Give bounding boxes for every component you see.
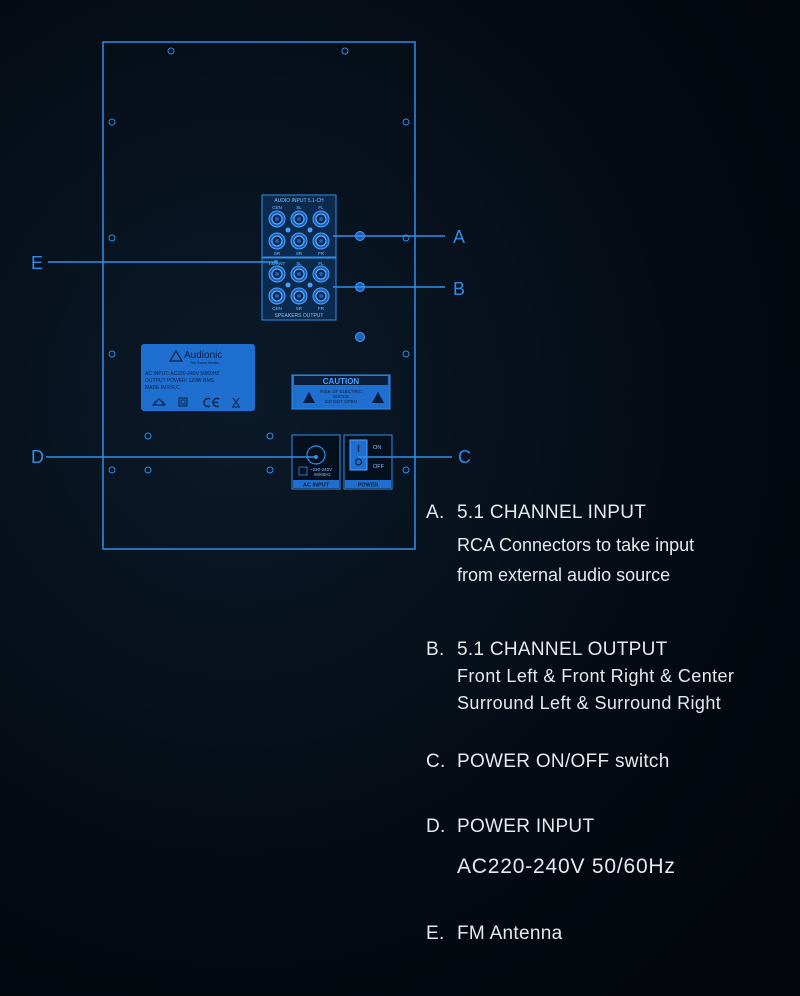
output-label-sl: SL (296, 261, 302, 266)
legend-title-b: 5.1 CHANNEL OUTPUT (457, 639, 668, 660)
legend-item-c: C. POWER ON/OFF switch (426, 751, 670, 773)
power-on-text: ON (373, 445, 381, 451)
legend-item-d: D. POWER INPUT AC220-240V 50/60Hz (426, 816, 676, 882)
input-label-sr: SR (296, 251, 303, 256)
output-jack-cen[interactable] (268, 287, 286, 305)
double-insulation-icon (178, 397, 188, 407)
legend-desc-b-1: Front Left & Front Right & Center (457, 666, 735, 686)
legend-letter-c: C. (426, 751, 446, 772)
legend-letter-b: B. (426, 639, 445, 660)
brand-spec-line-1: AC INPUT: AC220-240V 50/60HZ (145, 371, 219, 377)
legend-item-e: E. FM Antenna (426, 923, 562, 945)
brand-name: Audionic (184, 350, 222, 361)
output-label-fl: FL (318, 261, 324, 266)
output-block-title: SPEAKERS OUTPUT (275, 313, 324, 319)
output-label-sr: SR (296, 306, 303, 311)
power-rocker-switch[interactable] (349, 439, 368, 471)
output-jack-fr[interactable] (312, 287, 330, 305)
callout-letter-d: D (31, 447, 44, 467)
audionic-logo-icon (168, 349, 184, 362)
input-label-fl: FL (318, 205, 324, 210)
power-label: POWER (358, 483, 379, 489)
warning-exclamation-icon (372, 392, 384, 403)
callout-letter-b: B (453, 279, 466, 299)
legend-title-e: FM Antenna (457, 923, 563, 944)
legend-letter-a: A. (426, 502, 445, 523)
legend-letter-d: D. (426, 816, 446, 837)
audio-input-block: AUDIO INPUT 5.1-CH CEN SL FL SR SR FR (261, 194, 337, 258)
output-label-fr: FR (318, 306, 325, 311)
legend-desc-d-1: AC220-240V 50/60Hz (457, 855, 676, 878)
screw-holes (108, 47, 410, 474)
input-block-title: AUDIO INPUT 5.1-CH (274, 198, 324, 204)
home-use-icon (151, 398, 167, 406)
input-jack-sr[interactable] (290, 232, 308, 250)
callout-lines (46, 235, 452, 458)
output-jack-sl[interactable] (290, 265, 308, 283)
legend-desc-a-2: from external audio source (457, 565, 671, 585)
ac-input-label: AC INPUT (303, 483, 330, 489)
input-jack-sw[interactable] (268, 232, 286, 250)
ac-spec-voltage: ~220-240V (310, 467, 332, 472)
callout-letter-e: E (31, 253, 44, 273)
legend-desc-b-2: Surround Left & Surround Right (457, 693, 722, 713)
panel-outline (102, 41, 416, 550)
legend-title-a: 5.1 CHANNEL INPUT (457, 502, 647, 523)
output-jack-fl[interactable] (312, 265, 330, 283)
input-jack-cen[interactable] (268, 210, 286, 228)
power-switch-module: ON OFF POWER (343, 434, 393, 490)
legend-title-c: POWER ON/OFF switch (457, 751, 670, 772)
legend-title-d: POWER INPUT (457, 816, 595, 837)
callout-letter-c: C (458, 447, 471, 467)
fm-antenna-jack[interactable] (268, 265, 286, 283)
output-jack-sr[interactable] (290, 287, 308, 305)
legend-letter-e: E. (426, 923, 445, 944)
output-label-cen: CEN (272, 306, 282, 311)
input-label-sw: SR (274, 251, 281, 256)
power-off-text: OFF (373, 464, 385, 470)
electric-shock-warning-icon (303, 392, 315, 403)
brand-spec-line-2: OUTPUT POWER: 120W RMS (145, 378, 215, 384)
caution-title: CAUTION (323, 377, 360, 386)
ac-input-module: ~220-240V 50/60Hz AC INPUT (291, 434, 341, 490)
caution-label: CAUTION RISK OF ELECTRIC SHOCK DO NOT OP… (291, 374, 391, 410)
legend-desc-a-1: RCA Connectors to take input (457, 535, 695, 555)
brand-label: Audionic The Sound Master AC INPUT: AC22… (141, 344, 255, 411)
caution-line-2: SHOCK (333, 394, 349, 399)
ac-spec-frequency: 50/60Hz (314, 472, 332, 477)
input-jack-fl[interactable] (312, 210, 330, 228)
speakers-output-block: FM ANT SL FL CEN SR FR SPEAKERS OUTPUT (261, 257, 337, 321)
ac-power-socket[interactable] (306, 445, 326, 465)
input-label-fr: FR (318, 251, 325, 256)
input-label-sl: SL (296, 205, 302, 210)
double-insulation-icon-ac (298, 466, 308, 476)
ce-mark-icon (203, 397, 220, 408)
brand-tagline: The Sound Master (190, 361, 220, 365)
callout-letter-a: A (453, 227, 466, 247)
legend-item-a: A. 5.1 CHANNEL INPUT RCA Connectors to ta… (426, 502, 694, 590)
caution-line-1: RISK OF ELECTRIC (320, 389, 362, 394)
caution-line-3: DO NOT OPEN (325, 399, 356, 404)
input-jack-fr[interactable] (312, 232, 330, 250)
legend-item-b: B. 5.1 CHANNEL OUTPUT Front Left & Front … (426, 639, 734, 717)
weee-bin-icon (232, 397, 240, 408)
brand-spec-line-3: MADE IN P.R.C (145, 385, 180, 391)
input-label-cen: CEN (272, 205, 282, 210)
input-jack-sl[interactable] (290, 210, 308, 228)
